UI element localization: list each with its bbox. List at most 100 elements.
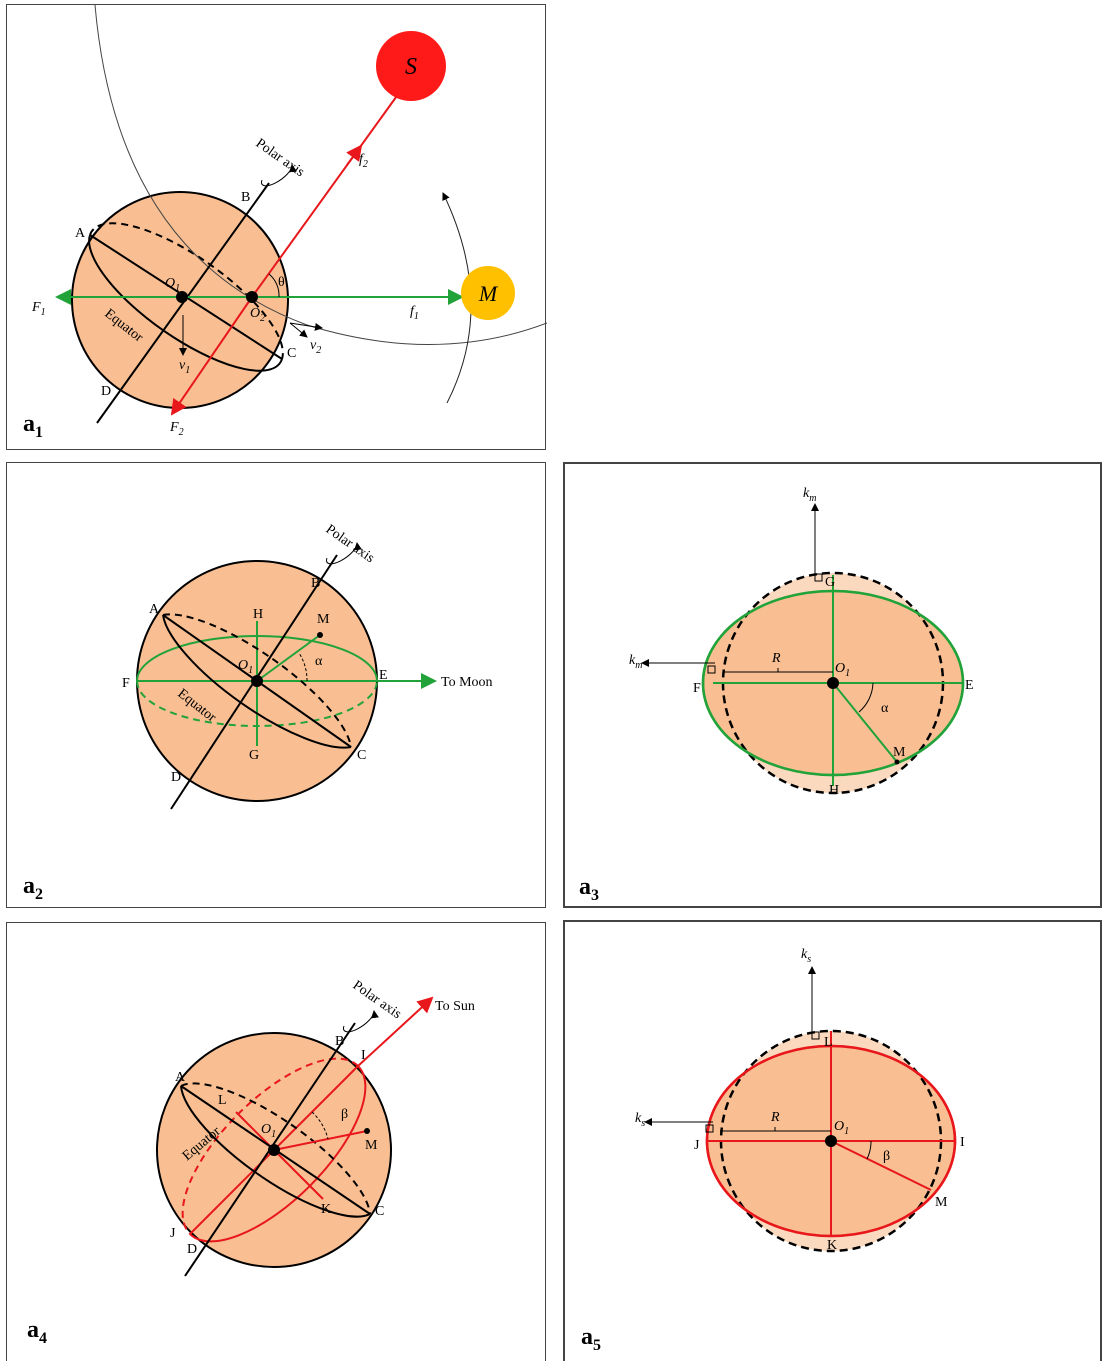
- earth-orbit-arc: [94, 5, 547, 345]
- point-F: F: [122, 676, 130, 691]
- M-point: [894, 759, 900, 765]
- O1-label: O1: [165, 276, 180, 294]
- point-I: I: [960, 1135, 965, 1150]
- f2-label: f2: [359, 152, 368, 170]
- to-moon-label: To Moon: [441, 675, 493, 690]
- f2-arrow: [346, 144, 363, 166]
- equator-front: [88, 234, 283, 372]
- O1-point: [827, 677, 839, 689]
- km-top-label: km: [803, 486, 816, 504]
- panel-tag-a3: a3: [579, 874, 599, 904]
- polar-axis-label: Polar axis: [323, 522, 377, 566]
- F2-arrow: [170, 296, 253, 416]
- R-label: R: [770, 1110, 780, 1125]
- theta-arc: [268, 273, 280, 298]
- O1-label: O1: [835, 661, 850, 679]
- right-angle-left: [705, 1124, 714, 1133]
- point-K: K: [321, 1202, 331, 1217]
- equator-back: [89, 222, 284, 360]
- beta-arc: [311, 1111, 329, 1140]
- sun-label: S: [405, 54, 417, 80]
- panel-a5: ks ks R O1 I J K L M β a5: [563, 920, 1102, 1361]
- diagram-a4: Polar axis To Sun Equator A B C D I J K …: [27, 978, 475, 1347]
- diagram-a5: ks ks R O1 I J K L M β a5: [581, 947, 965, 1354]
- point-D: D: [187, 1242, 197, 1257]
- panel-a3: km km R O1 E F G H M α a3: [563, 462, 1102, 908]
- point-M: M: [935, 1195, 948, 1210]
- F2-label: F2: [169, 420, 184, 438]
- panel-tag-a1: a1: [23, 411, 43, 441]
- equator-back: [180, 1082, 371, 1215]
- O1-label: O1: [261, 1122, 276, 1140]
- point-J: J: [170, 1226, 176, 1241]
- diagram-a2: Polar axis Equator To Moon A B C D E F G…: [23, 522, 493, 903]
- panel-tag-a5: a5: [581, 1324, 601, 1354]
- point-I: I: [361, 1048, 366, 1063]
- panel-tag-a4: a4: [27, 1317, 47, 1347]
- polar-axis-line: [96, 182, 270, 424]
- point-G: G: [825, 575, 835, 590]
- ks-top-label: ks: [801, 947, 811, 965]
- rotation-arrow: [326, 542, 362, 565]
- point-G: G: [249, 748, 259, 763]
- OM-line: [832, 682, 898, 763]
- point-H: H: [253, 607, 263, 622]
- M-point: [317, 632, 323, 638]
- point-M: M: [893, 745, 906, 760]
- point-B: B: [311, 576, 320, 591]
- beta-label: β: [883, 1149, 890, 1164]
- point-K: K: [827, 1238, 837, 1253]
- beta-label: β: [341, 1107, 348, 1122]
- ks-left-label: ks: [635, 1111, 645, 1129]
- point-A: A: [175, 1070, 186, 1085]
- panel-a4: Polar axis To Sun Equator A B C D I J K …: [6, 922, 546, 1361]
- panel-tag-a2: a2: [23, 873, 43, 903]
- rotation-arrow: [343, 1010, 379, 1033]
- M-point: [364, 1128, 370, 1134]
- theta-label: θ: [278, 275, 285, 290]
- point-J: J: [694, 1138, 700, 1153]
- point-C: C: [287, 346, 296, 361]
- R-label: R: [771, 651, 781, 666]
- point-M: M: [365, 1138, 378, 1153]
- polar-axis-label: Polar axis: [350, 978, 404, 1022]
- alpha-label: α: [881, 701, 889, 716]
- v1-label: v1: [179, 358, 190, 376]
- v2-label: v2: [310, 338, 321, 356]
- alpha-arc: [858, 682, 874, 713]
- alpha-arc: [298, 652, 308, 682]
- OM-line: [830, 1140, 932, 1191]
- OM-line: [256, 634, 321, 682]
- km-left-label: km: [629, 653, 642, 671]
- right-angle-left: [707, 665, 716, 674]
- point-H: H: [829, 783, 839, 798]
- point-A: A: [75, 226, 86, 241]
- point-D: D: [101, 384, 111, 399]
- polar-axis-label: Polar axis: [253, 136, 307, 180]
- to-sun-arrow: [357, 996, 434, 1067]
- point-F: F: [693, 681, 701, 696]
- beta-arc: [866, 1140, 872, 1160]
- point-L: L: [218, 1093, 227, 1108]
- to-sun-label: To Sun: [435, 999, 475, 1014]
- diagram-a1: S M Polar axis Equator A B C D O1 O2 θ F…: [23, 5, 547, 441]
- equator-front: [180, 1085, 371, 1218]
- panel-a2: Polar axis Equator To Moon A B C D E F G…: [6, 462, 546, 908]
- O1-point: [268, 1144, 280, 1156]
- point-E: E: [965, 678, 974, 693]
- moon-label: M: [478, 281, 499, 306]
- alpha-label: α: [315, 654, 323, 669]
- point-L: L: [824, 1035, 833, 1050]
- O1-label: O1: [238, 658, 253, 676]
- v2-arrow-b: [289, 322, 323, 331]
- O1-point: [251, 675, 263, 687]
- equator-back: [162, 613, 352, 748]
- point-B: B: [241, 190, 250, 205]
- diagram-a3: km km R O1 E F G H M α a3: [579, 486, 974, 904]
- right-angle-top: [811, 1031, 820, 1040]
- point-C: C: [375, 1204, 384, 1219]
- O2-label: O2: [250, 306, 265, 324]
- right-angle-top: [814, 573, 823, 582]
- rotation-arrow: [261, 164, 297, 187]
- point-B: B: [335, 1034, 344, 1049]
